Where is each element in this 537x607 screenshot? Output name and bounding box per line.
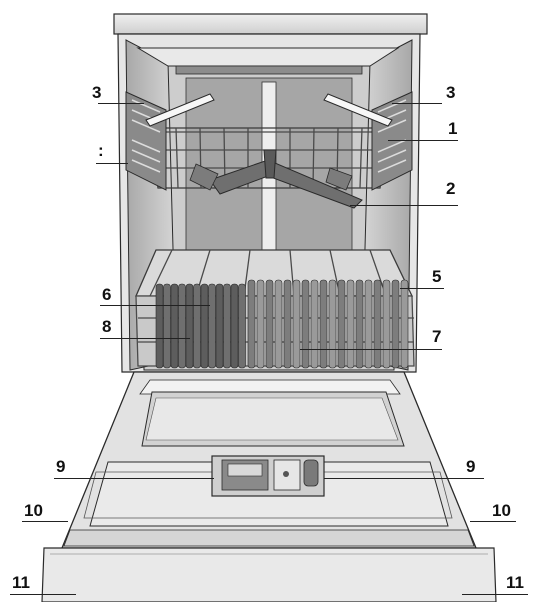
- plate-tine: [337, 279, 346, 369]
- upper-spray-arm: [189, 149, 363, 209]
- callout-10-right: 10: [492, 501, 511, 520]
- plate-tine: [391, 279, 400, 369]
- leader-colon: [96, 163, 128, 164]
- plinth: [41, 547, 497, 603]
- plate-tine: [319, 279, 328, 369]
- plate-tine: [346, 279, 355, 369]
- callout-2: 2: [446, 179, 456, 198]
- callout-9-right: 9: [466, 457, 476, 476]
- upper-spray-left: [145, 93, 215, 127]
- callout-10-left: 10: [24, 501, 43, 520]
- plate-tine: [230, 283, 239, 369]
- leader-7: [300, 349, 442, 350]
- leader-9-right: [324, 478, 484, 479]
- callout-colon: :: [98, 141, 104, 160]
- leader-3-left: [98, 103, 144, 104]
- leader-10-left: [22, 521, 68, 522]
- plate-tine: [185, 283, 194, 369]
- plate-tine: [283, 279, 292, 369]
- plate-tine: [155, 283, 164, 369]
- plate-tine: [193, 283, 201, 369]
- plate-tine: [274, 279, 283, 369]
- plate-rack-tines: [155, 279, 409, 369]
- plate-tine: [310, 279, 319, 369]
- callout-7: 7: [432, 327, 442, 346]
- detergent-dispenser: [211, 455, 325, 497]
- plate-tine: [373, 279, 382, 369]
- worktop: [113, 13, 428, 35]
- plate-tine: [292, 279, 301, 369]
- plate-tine: [238, 283, 246, 369]
- plate-tine: [247, 279, 256, 369]
- leader-10-right: [470, 521, 516, 522]
- plate-tine: [208, 283, 216, 369]
- callout-11-left: 11: [12, 573, 30, 592]
- plate-tine: [382, 279, 391, 369]
- leader-3-right: [392, 103, 442, 104]
- callout-11-right: 11: [506, 573, 524, 592]
- plate-tine: [256, 279, 265, 369]
- callout-5: 5: [432, 267, 442, 286]
- plate-tine: [265, 279, 274, 369]
- plate-tine: [328, 279, 337, 369]
- plate-tine: [364, 279, 373, 369]
- callout-8: 8: [102, 317, 112, 336]
- plate-tine: [178, 283, 186, 369]
- leader-2: [350, 205, 458, 206]
- callout-9-left: 9: [56, 457, 66, 476]
- plate-tine: [170, 283, 179, 369]
- plate-tine: [400, 279, 409, 369]
- leader-11-left: [10, 594, 76, 595]
- plate-tine: [301, 279, 310, 369]
- callout-6: 6: [102, 285, 112, 304]
- tub-ceiling: [136, 47, 400, 67]
- leader-8: [100, 338, 190, 339]
- leader-9-left: [54, 478, 214, 479]
- plate-tine: [215, 283, 224, 369]
- plate-tine: [355, 279, 364, 369]
- plate-tine: [163, 283, 171, 369]
- callout-3-right: 3: [446, 83, 456, 102]
- leader-6: [100, 305, 210, 306]
- upper-spray-right: [323, 93, 393, 127]
- callout-1: 1: [448, 119, 458, 138]
- leader-5: [400, 288, 444, 289]
- callout-3-left: 3: [92, 83, 102, 102]
- plate-tine: [223, 283, 231, 369]
- leader-11-right: [462, 594, 528, 595]
- plate-tine: [200, 283, 209, 369]
- leader-1: [388, 140, 458, 141]
